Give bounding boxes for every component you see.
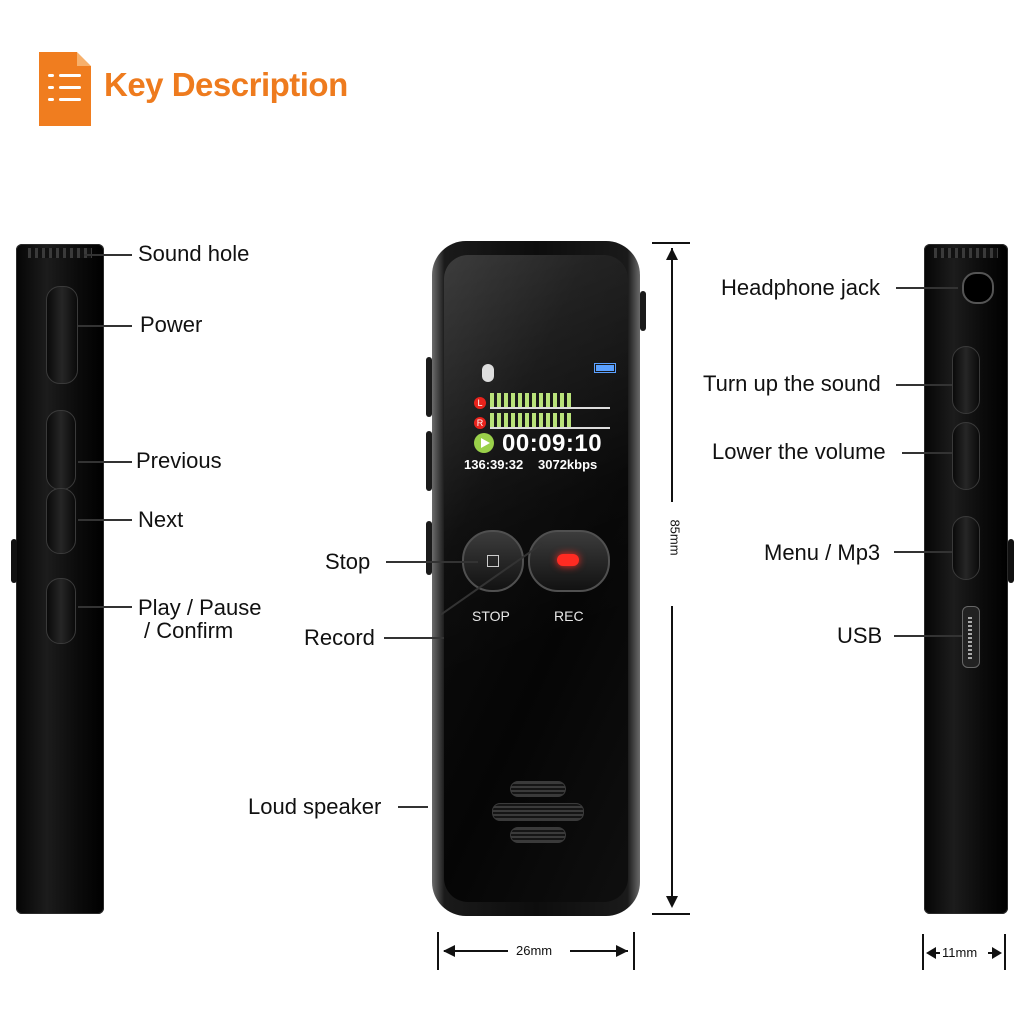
volume-down-button[interactable] (952, 422, 980, 490)
depth-dimension: 11mm (942, 945, 978, 960)
label-power: Power (140, 312, 203, 337)
label-next: Next (138, 507, 184, 532)
sound-hole (28, 248, 92, 258)
loud-speaker-grill (510, 781, 566, 797)
document-list-icon (39, 52, 91, 126)
rec-button-label: REC (554, 608, 584, 624)
previous-button[interactable] (46, 410, 76, 490)
label-sound-hole: Sound hole (138, 241, 250, 266)
label-volume-up: Turn up the sound (703, 371, 881, 396)
bitrate: 3072kbps (538, 457, 598, 472)
stop-button-label: STOP (472, 608, 510, 624)
label-menu: Menu / Mp3 (764, 540, 881, 565)
sound-hole (934, 248, 998, 258)
battery-icon (594, 363, 616, 373)
next-button[interactable] (46, 488, 76, 554)
level-meter-left (490, 393, 574, 407)
level-meter-right (490, 413, 574, 427)
label-stop: Stop (325, 549, 371, 574)
height-dimension: 85mm (667, 519, 683, 556)
loud-speaker-grill (492, 803, 584, 821)
headphone-jack[interactable] (962, 272, 994, 304)
usb-port[interactable] (962, 606, 980, 668)
play-icon (474, 433, 494, 453)
label-confirm: / Confirm (144, 618, 234, 643)
label-loud-speaker: Loud speaker (248, 794, 382, 819)
label-play-pause: Play / Pause (138, 595, 262, 620)
label-usb: USB (837, 623, 883, 648)
page-title: Key Description (104, 66, 348, 103)
recording-time: 00:09:10 (502, 430, 603, 457)
volume-up-button[interactable] (952, 346, 980, 414)
menu-button[interactable] (952, 516, 980, 580)
loud-speaker-grill (510, 827, 566, 843)
channel-l-badge: L (474, 397, 486, 409)
label-record: Record (304, 625, 375, 650)
power-switch[interactable] (46, 286, 78, 384)
label-headphone-jack: Headphone jack (721, 275, 881, 300)
label-volume-down: Lower the volume (712, 439, 886, 464)
width-dimension: 26mm (516, 943, 553, 958)
microphone-icon (482, 364, 494, 382)
play-pause-button[interactable] (46, 578, 76, 644)
label-previous: Previous (136, 448, 222, 473)
channel-r-badge: R (474, 417, 486, 429)
remaining-time: 136:39:32 (464, 457, 524, 472)
device-right-side (924, 244, 1014, 914)
voice-recorder-front: L R 00:09:10 136:39:32 3072kbps STOP REC (426, 241, 646, 916)
record-button[interactable] (528, 530, 610, 592)
device-left-side (11, 244, 104, 914)
